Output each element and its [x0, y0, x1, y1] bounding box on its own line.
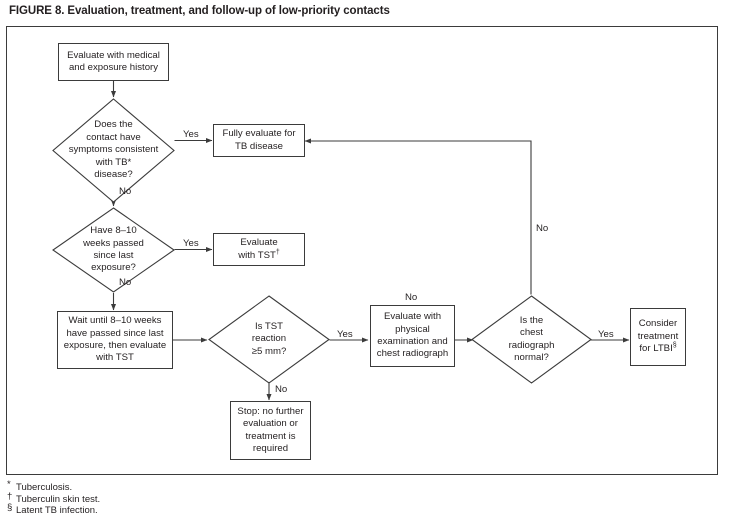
- flow-connectors: [110, 81, 630, 401]
- decision-chest-radiograph[interactable]: Is the chest radiograph normal?: [471, 295, 592, 384]
- footnote-item: †Tuberculin skin test.: [7, 490, 101, 506]
- decision-cxr-line1: Is the: [519, 314, 544, 326]
- edge-label-weeks-no: No: [119, 277, 132, 288]
- node-fully-evaluate-tb[interactable]: Fully evaluate for TB disease: [213, 124, 305, 157]
- decision-weeks-line1: Have 8–10: [90, 225, 137, 237]
- figure-footnotes: * Tuberculosis. †Tuberculin skin test. §L…: [7, 479, 101, 517]
- node-stop-no-further-evaluation[interactable]: Stop: no further evaluation or treatment…: [230, 401, 311, 460]
- node-evaluate-with-tst-footnote-mark: †: [275, 248, 280, 256]
- node-consider-treatment-line2: treatment: [637, 330, 679, 342]
- decision-symptoms-line1: Does the: [94, 119, 133, 131]
- decision-tst-line3: ≥5 mm?: [251, 345, 287, 357]
- footnote-mark-asterisk: *: [7, 479, 11, 490]
- node-fully-evaluate-tb-label: Fully evaluate for TB disease: [222, 128, 296, 152]
- node-evaluate-physical-exam[interactable]: Evaluate with physical examination and c…: [370, 305, 455, 367]
- decision-symptoms-line4: with TB*: [95, 156, 132, 168]
- decision-cxr-line4: normal?: [514, 351, 549, 363]
- decision-tst-reaction-label: Is TST reaction ≥5 mm?: [208, 295, 330, 384]
- node-consider-treatment-line3: for LTBI: [639, 343, 673, 355]
- decision-weeks-passed-label: Have 8–10 weeks passed since last exposu…: [52, 207, 175, 293]
- footnote-text-asterisk: Tuberculosis.: [16, 482, 73, 493]
- edge-label-tst-yes: Yes: [337, 329, 353, 340]
- edge-label-tst-no: No: [275, 384, 288, 395]
- node-consider-treatment-ltbi[interactable]: Consider treatment for LTBI§: [630, 308, 686, 366]
- decision-weeks-passed[interactable]: Have 8–10 weeks passed since last exposu…: [52, 207, 175, 293]
- decision-symptoms-line2: contact have: [86, 131, 141, 143]
- decision-symptoms-line5: disease?: [94, 169, 133, 181]
- decision-tst-reaction[interactable]: Is TST reaction ≥5 mm?: [208, 295, 330, 384]
- node-wait-8-10-weeks[interactable]: Wait until 8–10 weeks have passed since …: [57, 311, 173, 369]
- edge-label-cxr-no-stray: No: [405, 292, 418, 303]
- node-evaluate-history-label: Evaluate with medical and exposure histo…: [67, 49, 160, 73]
- edge-label-cxr-no-vertical: No: [536, 223, 549, 234]
- figure-frame: Evaluate with medical and exposure histo…: [6, 26, 718, 475]
- node-evaluate-with-tst[interactable]: Evaluate with TST†: [213, 233, 305, 266]
- decision-chest-radiograph-label: Is the chest radiograph normal?: [471, 295, 592, 384]
- node-wait-8-10-weeks-label: Wait until 8–10 weeks have passed since …: [63, 315, 167, 364]
- decision-weeks-passed-shape: [52, 207, 175, 293]
- node-evaluate-with-tst-line2: with TST: [238, 249, 276, 261]
- decision-symptoms-label: Does the contact have symptoms consisten…: [52, 98, 175, 203]
- footnote-mark-dagger: †: [7, 490, 13, 502]
- footnote-text-section: Latent TB infection.: [16, 505, 98, 517]
- decision-weeks-line4: exposure?: [91, 262, 136, 274]
- node-consider-treatment-ltbi-label: Consider treatment for LTBI§: [638, 318, 679, 355]
- node-evaluate-history[interactable]: Evaluate with medical and exposure histo…: [58, 43, 169, 81]
- node-stop-no-further-evaluation-label: Stop: no further evaluation or treatment…: [237, 405, 304, 454]
- node-evaluate-physical-exam-label: Evaluate with physical examination and c…: [376, 311, 449, 360]
- edge-label-symptoms-yes: Yes: [183, 129, 199, 140]
- node-evaluate-with-tst-label: Evaluate with TST†: [238, 237, 280, 262]
- footnote-text-dagger: Tuberculin skin test.: [16, 493, 101, 505]
- footnote-item: * Tuberculosis.: [7, 479, 100, 494]
- figure-title: FIGURE 8. Evaluation, treatment, and fol…: [9, 5, 390, 17]
- node-consider-treatment-footnote-mark: §: [672, 342, 677, 350]
- decision-weeks-line2: weeks passed: [83, 237, 144, 249]
- node-consider-treatment-line1: Consider: [638, 318, 678, 330]
- decision-tst-line1: Is TST: [254, 320, 284, 332]
- footnote-mark-section: §: [7, 502, 13, 514]
- decision-symptoms-shape: [52, 98, 175, 203]
- edge-label-symptoms-no: No: [119, 186, 132, 197]
- decision-weeks-line3: since last: [93, 250, 134, 261]
- decision-chest-radiograph-shape: [471, 295, 592, 384]
- node-evaluate-with-tst-line1: Evaluate: [240, 237, 278, 249]
- decision-symptoms-line3: symptoms consistent: [68, 144, 159, 156]
- footnote-item: §Latent TB infection.: [7, 502, 100, 517]
- decision-symptoms[interactable]: Does the contact have symptoms consisten…: [52, 98, 175, 203]
- edge-label-cxr-yes: Yes: [598, 329, 614, 340]
- decision-cxr-line2: chest: [520, 327, 543, 339]
- decision-tst-line2: reaction: [251, 333, 287, 345]
- decision-tst-reaction-shape: [208, 295, 330, 384]
- edge-label-weeks-yes: Yes: [183, 238, 199, 249]
- decision-cxr-line3: radiograph: [508, 339, 555, 351]
